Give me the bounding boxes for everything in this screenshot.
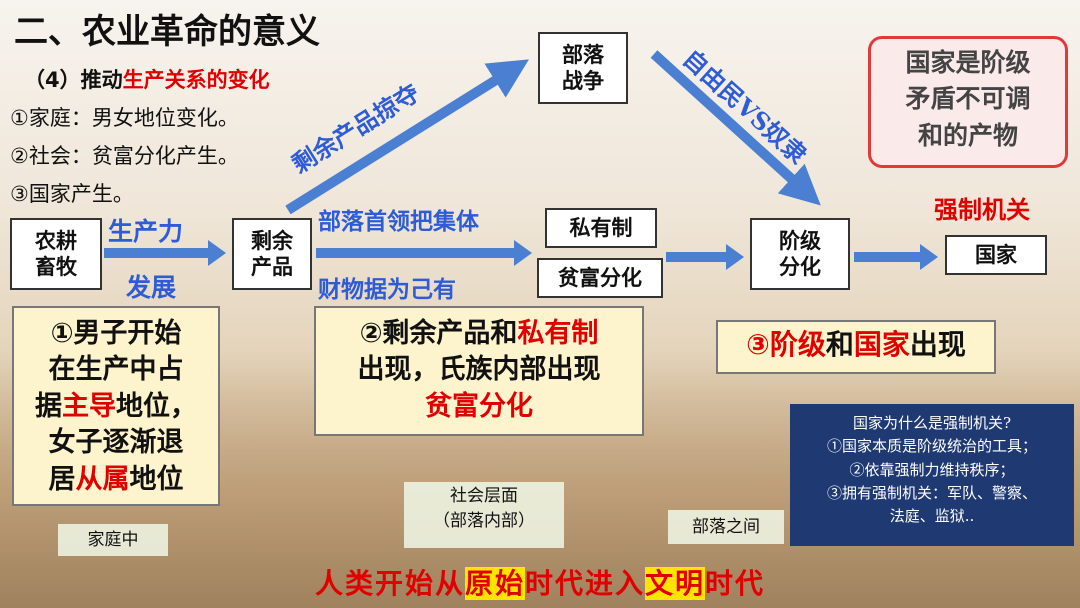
label-coercive: 强制机关 — [934, 190, 1030, 225]
why-question: 国家为什么是强制机关? — [796, 412, 1068, 435]
why-reason-3: ③拥有强制机关：军队、警察、 — [796, 482, 1068, 505]
why-reason-2: ②依靠强制力维持秩序； — [796, 459, 1068, 482]
why-state-box: 国家为什么是强制机关? ①国家本质是阶级统治的工具； ②依靠强制力维持秩序； ③… — [790, 404, 1074, 546]
label-chief-top: 部落首领把集体 — [318, 202, 479, 236]
panel1-line5: 居从属地位 — [14, 462, 218, 498]
label-chief-bottom: 财物据为己有 — [318, 270, 456, 304]
panel1-line2: 在生产中占 — [14, 352, 218, 388]
panel2-line3: 贫富分化 — [316, 389, 642, 425]
panel-family: ①男子开始 在生产中占 据主导地位， 女子逐渐退 居从属地位 — [12, 306, 220, 506]
panel1-line3: 据主导地位， — [14, 389, 218, 425]
panel-society: ②剩余产品和私有制 出现，氏族内部出现 贫富分化 — [314, 306, 644, 436]
panel-state: ③阶级和国家出现 — [716, 320, 996, 374]
note-society: 社会层面 （部落内部） — [404, 482, 564, 548]
note-between: 部落之间 — [668, 510, 784, 544]
why-reason-1: ①国家本质是阶级统治的工具； — [796, 435, 1068, 458]
panel2-line1: ②剩余产品和私有制 — [316, 316, 642, 352]
panel1-line4: 女子逐渐退 — [14, 425, 218, 461]
conclusion: 人类开始从原始时代进入文明时代 — [0, 562, 1080, 602]
note-family: 家庭中 — [58, 524, 168, 556]
why-reason-4: 法庭、监狱.. — [796, 505, 1068, 528]
panel1-line1: ①男子开始 — [14, 316, 218, 352]
label-develop: 发展 — [126, 268, 176, 304]
panel2-line2: 出现，氏族内部出现 — [316, 352, 642, 388]
label-productivity: 生产力 — [108, 212, 183, 248]
